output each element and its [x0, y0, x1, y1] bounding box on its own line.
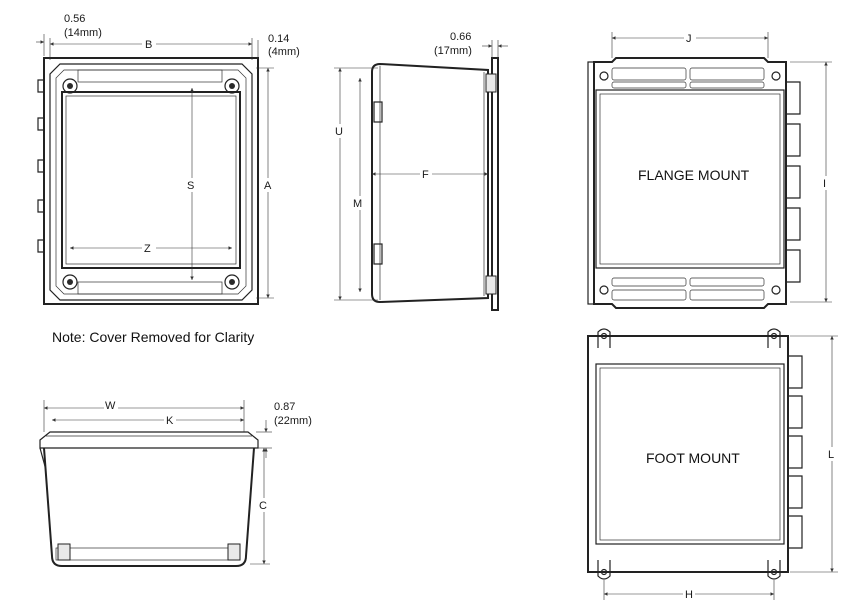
front-inner-lip [65, 95, 237, 265]
flange-outer [593, 57, 787, 309]
bottom-lip-dim-in: 0.87 [274, 401, 295, 413]
foot-mount-title: FOOT MOUNT [646, 450, 740, 466]
side-hinge-top [373, 101, 383, 123]
dim-label-l: L [828, 449, 834, 461]
dim-label-m: M [353, 198, 362, 210]
front-flange-dim-in: 0.56 [64, 13, 85, 25]
front-outer-frame [43, 57, 259, 305]
front-top-label-strip [77, 69, 223, 83]
front-flange-inner [55, 69, 247, 295]
dim-label-w: W [105, 400, 116, 412]
front-flange [49, 63, 253, 301]
dim-label-b: B [145, 39, 152, 51]
bottom-view: W K 0.87 (22mm) C [39, 398, 312, 567]
dim-label-a: A [264, 180, 272, 192]
flange-panel [595, 89, 785, 269]
foot-mount-feet [597, 328, 781, 580]
side-flange [491, 57, 499, 311]
bottom-lid-lip [39, 431, 259, 449]
front-view: 0.56 (14mm) B 0.14 (4mm) A S Z Note: Cov… [36, 13, 300, 345]
flange-mount-title: FLANGE MOUNT [638, 167, 750, 183]
foot-hinges [788, 355, 803, 549]
foot-panel [595, 363, 785, 545]
front-edge-dim-mm: (4mm) [268, 46, 300, 58]
front-bottom-label-strip [77, 281, 223, 295]
front-corner-screws [62, 78, 240, 290]
front-hinge-tabs [37, 79, 44, 253]
front-inner-opening [61, 91, 241, 269]
side-hinge-dim-in: 0.66 [450, 31, 471, 43]
bottom-lip-dim-mm: (22mm) [274, 415, 312, 427]
front-edge-dim-in: 0.14 [268, 33, 289, 45]
dim-label-u: U [335, 126, 343, 138]
side-hinge-bottom [373, 243, 383, 265]
side-hinge-dim-mm: (17mm) [434, 45, 472, 57]
foot-mount-view: FOOT MOUNT L H [587, 328, 838, 601]
flange-mount-view: FLANGE MOUNT J I [587, 32, 832, 309]
dim-label-j: J [686, 33, 692, 45]
dim-label-f: F [422, 169, 429, 181]
flange-hinges [786, 81, 801, 283]
dim-label-i: I [823, 178, 826, 190]
dim-label-s: S [187, 180, 194, 192]
dim-label-h: H [685, 589, 693, 601]
dim-label-c: C [259, 500, 267, 512]
bottom-body [43, 447, 255, 567]
side-body [371, 62, 489, 304]
front-flange-dim-mm: (14mm) [64, 27, 102, 39]
dim-label-k: K [166, 415, 174, 427]
side-view: U M F 0.66 (17mm) [334, 31, 508, 311]
cover-removed-note: Note: Cover Removed for Clarity [52, 329, 254, 345]
foot-outer [587, 335, 789, 573]
dim-label-z: Z [144, 243, 151, 255]
flange-corner-holes [599, 71, 781, 295]
